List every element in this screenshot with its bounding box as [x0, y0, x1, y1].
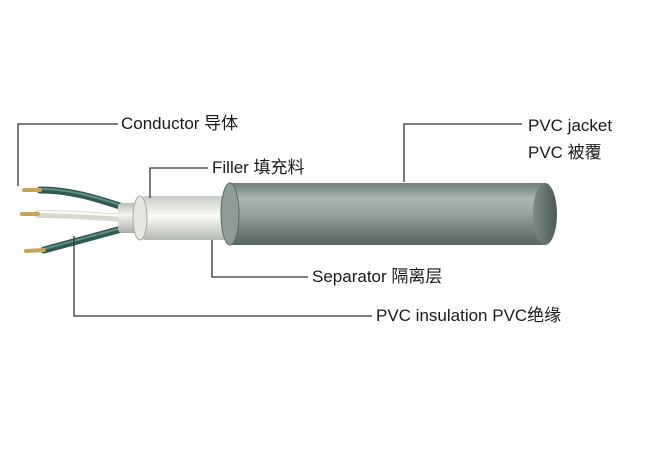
leader-pvc-insulation — [73, 236, 372, 317]
leader-separator — [211, 240, 308, 278]
label-pvc-insulation: PVC insulation PVC绝缘 — [376, 306, 562, 325]
leader-pvc-jacket — [403, 123, 522, 182]
conductor-tip-3 — [24, 248, 46, 253]
leader-filler — [149, 167, 208, 198]
jacket-end-cap — [533, 183, 557, 245]
filler-layer — [140, 196, 236, 240]
leader-lines — [17, 123, 522, 317]
leader-conductor — [17, 123, 118, 186]
label-filler: Filler 填充料 — [212, 158, 305, 177]
label-conductor: Conductor 导体 — [121, 114, 239, 133]
label-pvc-jacket-en: PVC jacket — [528, 116, 613, 135]
pvc-jacket — [230, 183, 545, 245]
label-pvc-jacket-cn: PVC 被覆 — [528, 143, 602, 162]
label-separator: Separator 隔离层 — [312, 267, 443, 286]
